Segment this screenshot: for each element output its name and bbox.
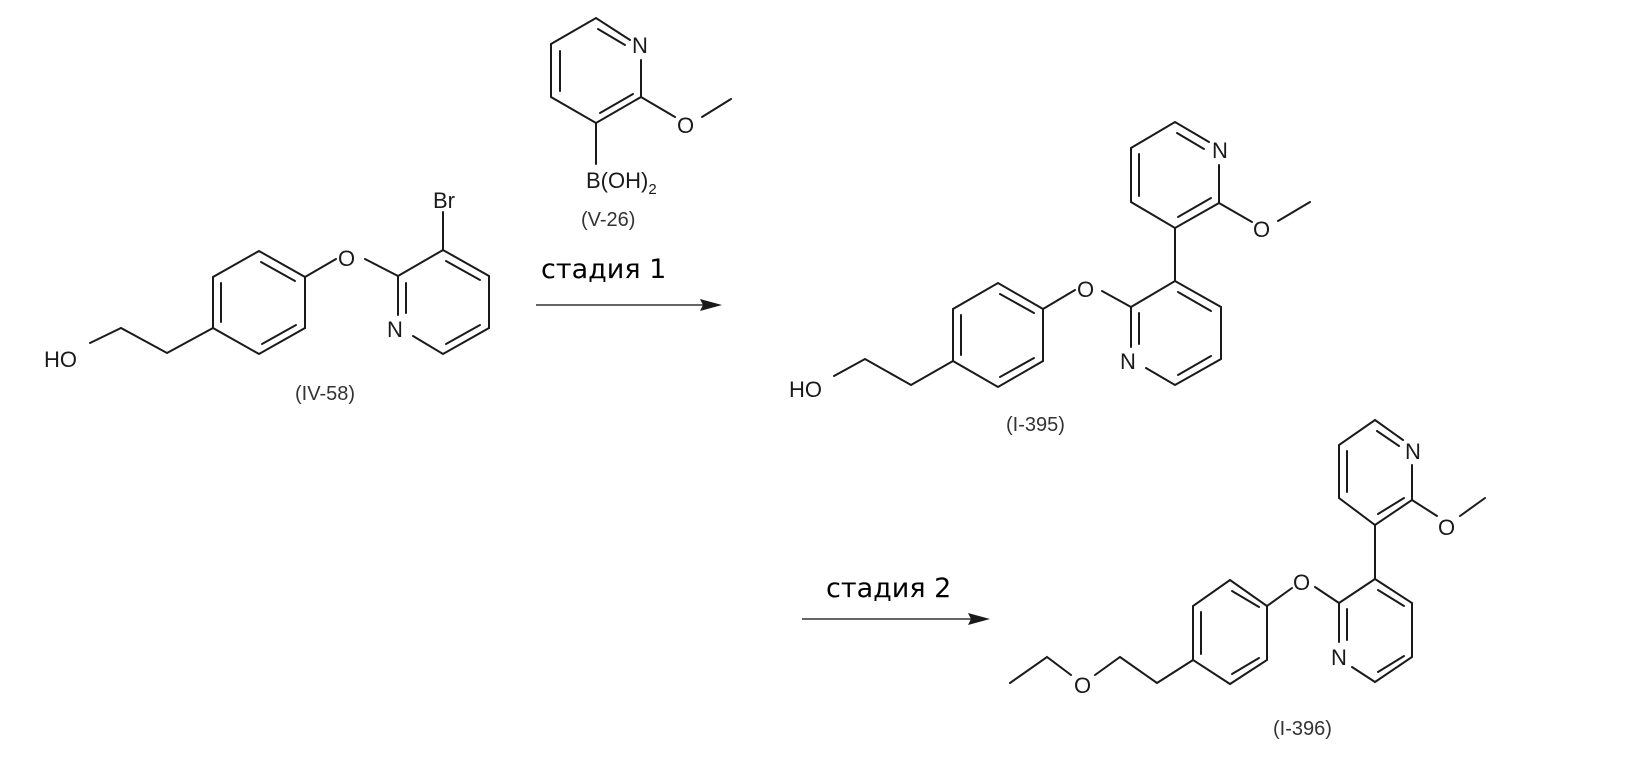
bond [1218,202,1253,223]
compound-i-395: HO O N N O (I-395) [789,120,1311,436]
bond [1266,587,1293,607]
methyl-bond [1459,497,1486,517]
compound-iv-58: HO O N Br (IV-58) [44,188,490,405]
atom-hydroxyl: HO [44,347,77,372]
double-bond [261,324,297,345]
atom-bromine: Br [433,188,455,213]
double-bond [1177,197,1212,218]
double-bond [1177,355,1212,376]
bond [364,258,399,277]
step-2-label: стадия 2 [826,573,951,604]
pyridine-ring [1338,577,1413,684]
atom-methoxy-oxygen: O [677,113,694,138]
double-bond [597,28,626,46]
atom-nitrogen-2: N [1212,138,1228,163]
benzene-ring [952,281,1044,389]
double-bond [1377,497,1405,515]
double-bond [1177,291,1212,312]
double-bond [999,357,1035,378]
atom-nitrogen: N [632,33,648,58]
atom-hydroxyl: HO [789,377,822,402]
benzene-ring [212,249,306,356]
pyridine-ring [550,16,642,125]
double-bond [1231,590,1260,608]
double-bond [1377,655,1405,673]
compound-label-iv-58: (IV-58) [295,383,355,405]
arrow-head-icon [700,299,722,311]
atom-ether-oxygen: O [338,246,355,271]
step-1-label: стадия 1 [541,254,666,285]
bond [640,96,676,118]
reaction-step-2: стадия 2 [802,573,990,625]
ethyl-bond [1009,655,1072,684]
compound-v-26: N O B(OH)2 (V-26) [550,16,732,231]
methyl-bond [701,98,732,118]
atom-nitrogen: N [1120,349,1136,374]
methyl-bond [1277,201,1311,222]
atom-boronic-acid: B(OH)2 [586,168,657,198]
double-bond [599,93,634,114]
atom-methoxy-oxygen: O [1438,515,1455,540]
atom-ethoxy-oxygen: O [1074,673,1091,698]
bond [1042,289,1076,310]
compound-label-i-396: (I-396) [1273,718,1332,740]
atom-methoxy-oxygen: O [1253,217,1270,242]
atom-ether-oxygen: O [1293,570,1310,595]
benzene-ring [1192,578,1268,686]
double-bond [1231,657,1260,675]
atom-nitrogen: N [1331,645,1347,670]
bond [304,258,337,278]
pyridine-ring [397,248,490,356]
double-bond [1176,132,1205,150]
reaction-step-1: стадия 1 [536,254,722,311]
pyridine-ring [1338,418,1413,527]
pyridine-ring [1130,279,1222,387]
bond [1314,586,1340,604]
compound-i-396: O O N N O (I-396) [1009,418,1486,740]
pyridine-ring [1130,120,1220,230]
atom-ether-oxygen: O [1077,277,1094,302]
compound-label-i-395: (I-395) [1006,414,1065,436]
bond [1101,290,1132,308]
ethyl-chain-bond [833,357,954,387]
atom-nitrogen: N [387,317,403,342]
double-bond [445,324,481,345]
arrow-head-icon [968,613,990,625]
double-bond [260,261,296,282]
double-bond [999,293,1035,314]
ethyl-chain-bond [1094,655,1194,685]
double-bond [445,260,481,281]
ethyl-chain-bond [89,326,214,355]
bond [1411,499,1438,517]
double-bond [1376,430,1400,447]
atom-nitrogen-2: N [1405,439,1421,464]
compound-label-v-26: (V-26) [581,209,635,231]
double-bond [1377,589,1405,607]
